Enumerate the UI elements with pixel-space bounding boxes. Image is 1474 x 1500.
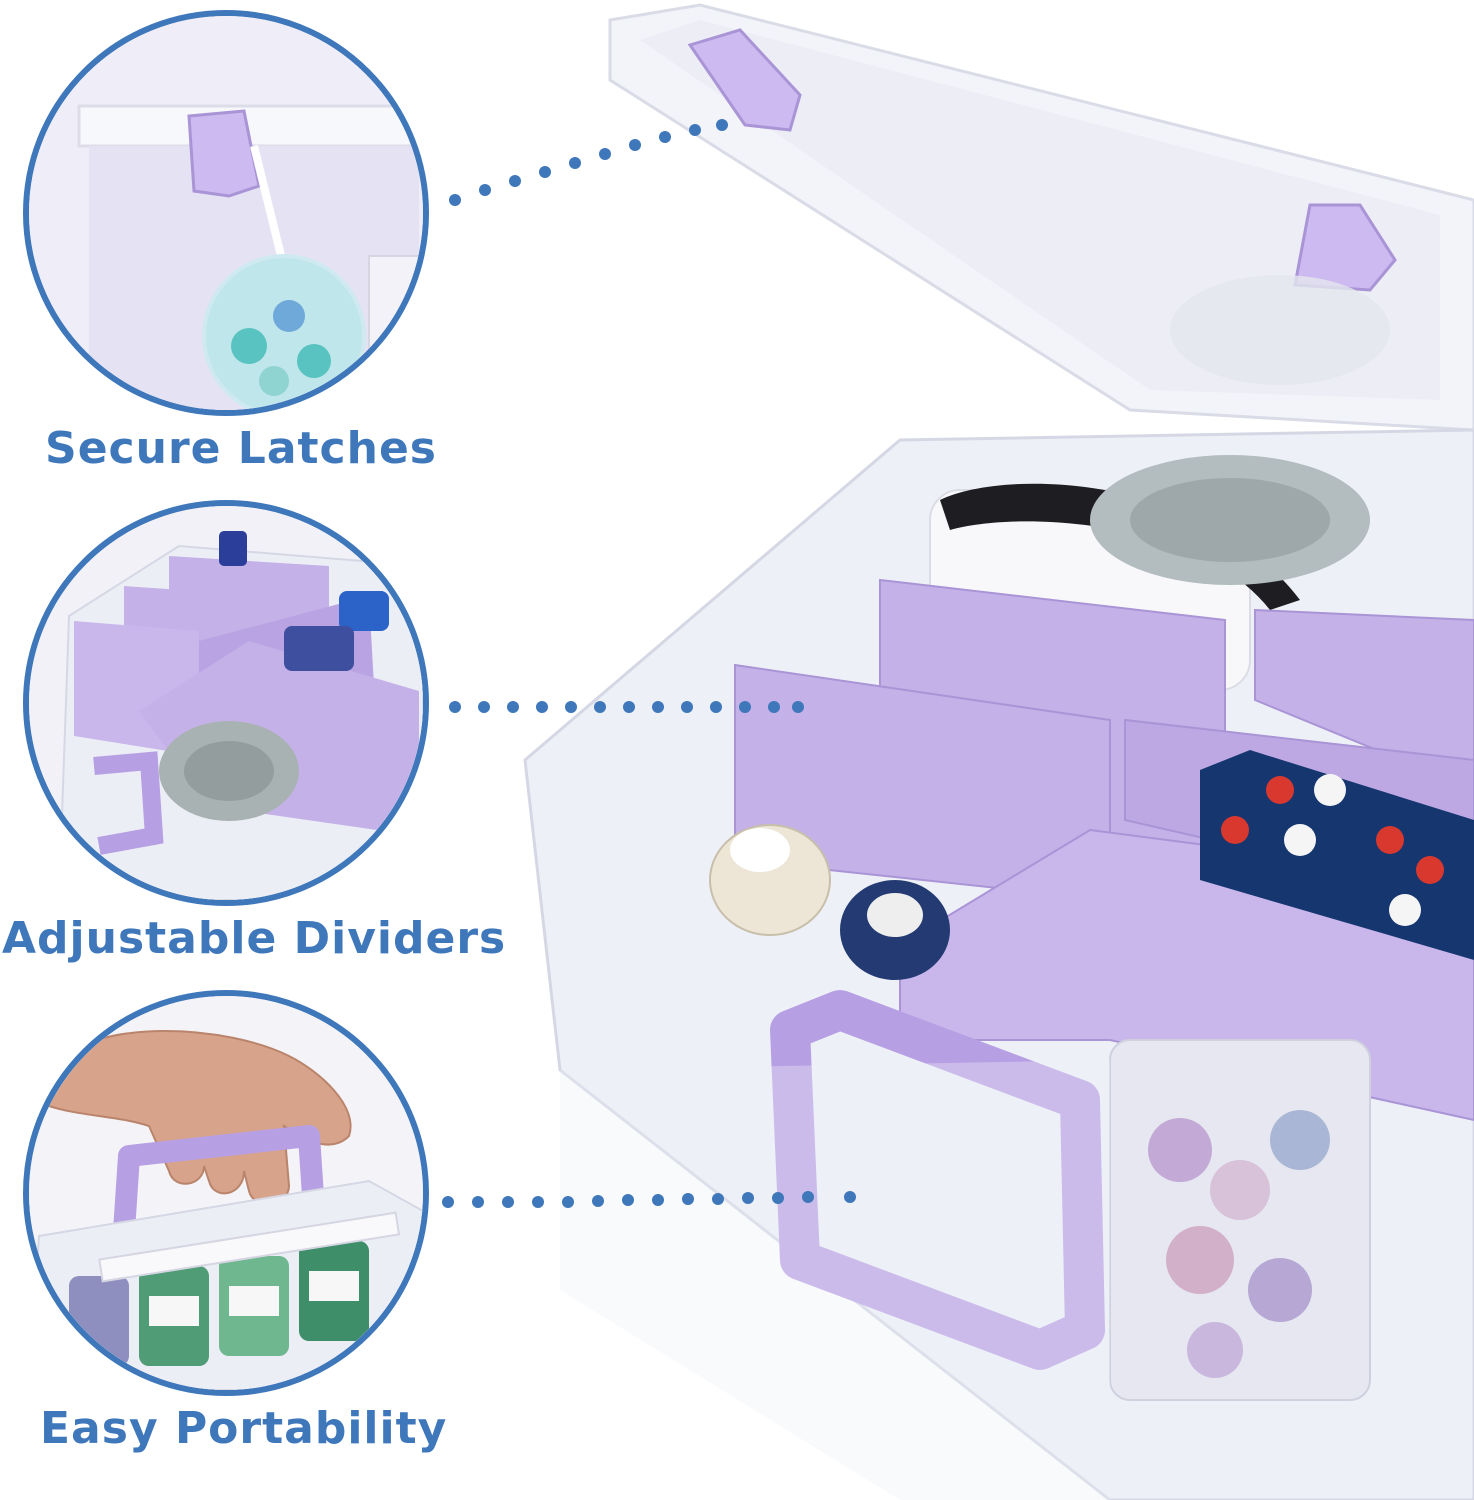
latch-closeup-illustration <box>29 16 423 410</box>
handle-icon <box>93 751 164 855</box>
latch-icon <box>187 109 261 198</box>
box-handle <box>770 990 1105 1370</box>
secure-latches-label: Secure Latches <box>45 423 437 474</box>
divider-panel <box>1254 608 1474 792</box>
carrying-closeup-illustration <box>29 996 423 1390</box>
easy-portability-label: Easy Portability <box>40 1403 448 1454</box>
easy-portability-inset <box>23 990 429 1396</box>
adjustable-dividers-inset <box>23 500 429 906</box>
secure-latches-inset <box>23 10 429 416</box>
lid-latch-icon <box>687 28 802 132</box>
adjustable-dividers-label: Adjustable Dividers <box>2 913 507 964</box>
handle-icon <box>113 1125 325 1232</box>
dividers-closeup-illustration <box>29 506 423 900</box>
lid-latch-icon <box>1293 203 1397 292</box>
